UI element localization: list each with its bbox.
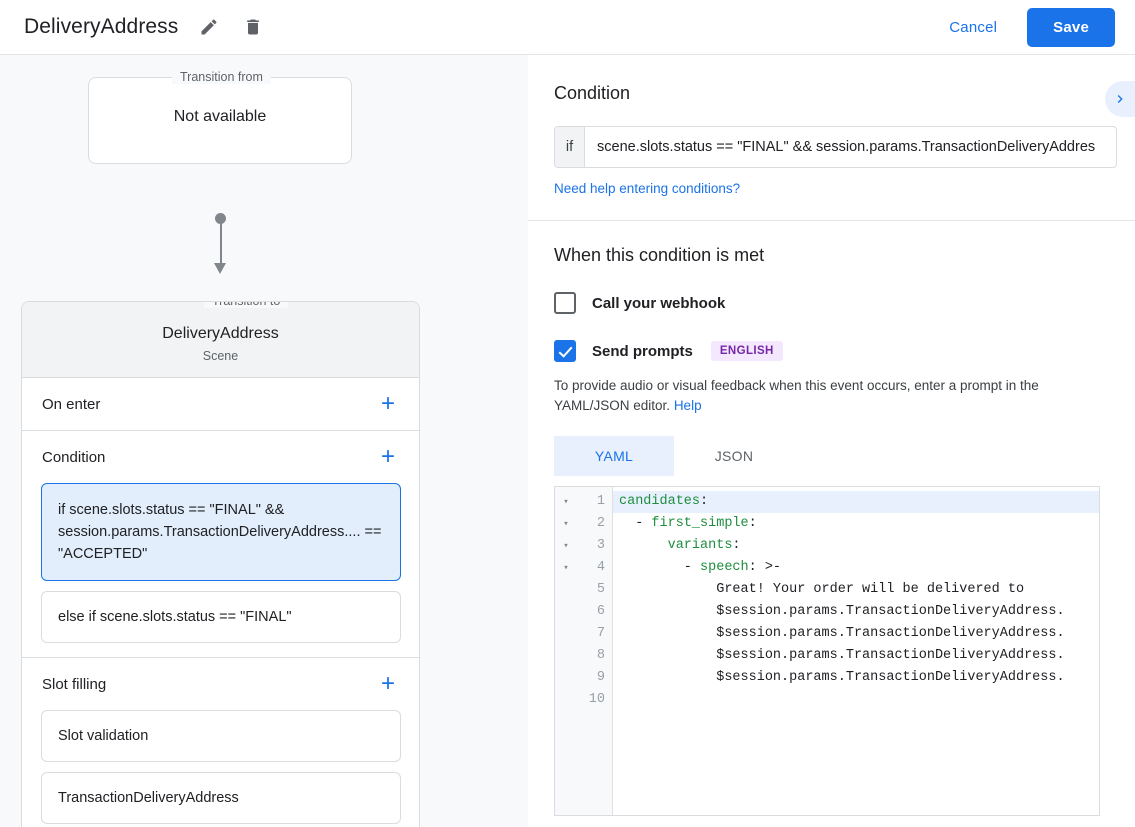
transition-to-card: Transition to DeliveryAddress Scene On e… xyxy=(21,301,420,827)
condition-list: if scene.slots.status == "FINAL" && sess… xyxy=(22,483,419,657)
send-prompts-row[interactable]: Send prompts ENGLISH xyxy=(554,340,1117,362)
pencil-icon[interactable] xyxy=(196,14,222,40)
prompt-help-link[interactable]: Help xyxy=(673,398,702,413)
tab-json[interactable]: JSON xyxy=(714,448,754,464)
code-line[interactable]: candidates: xyxy=(613,491,1099,513)
code-line[interactable]: variants: xyxy=(667,538,741,553)
condition-input-row: if xyxy=(554,126,1117,168)
fold-marker[interactable]: ▾ xyxy=(563,563,569,573)
fold-marker xyxy=(555,623,577,645)
call-webhook-checkbox[interactable] xyxy=(554,292,576,314)
code-line[interactable]: $session.params.TransactionDeliveryAddre… xyxy=(619,604,1065,619)
add-slot-filling-icon[interactable]: + xyxy=(380,670,395,697)
save-button[interactable]: Save xyxy=(1027,7,1115,47)
transition-from-legend: Transition from xyxy=(172,70,271,84)
prompt-hint-text: To provide audio or visual feedback when… xyxy=(554,378,1039,413)
section-condition: Condition + if scene.slots.status == "FI… xyxy=(22,431,419,658)
line-number: 6 xyxy=(596,604,605,619)
fold-marker xyxy=(555,689,577,711)
right-details-panel: Condition if Need help entering conditio… xyxy=(528,55,1135,827)
tab-yaml[interactable]: YAML xyxy=(554,436,674,476)
code-line[interactable]: $session.params.TransactionDeliveryAddre… xyxy=(619,626,1065,641)
send-prompts-label: Send prompts xyxy=(592,342,693,360)
line-number: 7 xyxy=(596,626,605,641)
code-line[interactable]: $session.params.TransactionDeliveryAddre… xyxy=(619,670,1065,685)
prompt-hint: To provide audio or visual feedback when… xyxy=(554,376,1110,416)
line-number: 9 xyxy=(596,670,605,685)
connector-line xyxy=(219,218,222,266)
line-number: 2 xyxy=(596,516,605,531)
transition-from-card: Transition from Not available xyxy=(88,70,352,164)
add-condition-icon[interactable]: + xyxy=(380,443,395,470)
cancel-button[interactable]: Cancel xyxy=(935,10,1011,45)
line-number: 3 xyxy=(596,538,605,553)
top-bar-actions: Cancel Save xyxy=(935,7,1135,47)
call-webhook-label: Call your webhook xyxy=(592,294,726,312)
code-line[interactable]: - speech: >- xyxy=(619,560,782,575)
section-on-enter: On enter + xyxy=(22,378,419,431)
code-editor[interactable]: ▾ ▾ ▾ ▾ 1 2 3 4 5 6 7 8 9 10 candidates: - first_sim… xyxy=(554,486,1100,816)
transition-to-legend: Transition to xyxy=(204,302,289,308)
section-title-slot-filling: Slot filling xyxy=(42,675,107,693)
fold-marker xyxy=(555,601,577,623)
slot-filling-list: Slot validation TransactionDeliveryAddre… xyxy=(22,710,419,827)
line-number: 8 xyxy=(596,648,605,663)
webhook-row[interactable]: Call your webhook xyxy=(554,292,1117,314)
when-condition-met-panel: When this condition is met Call your web… xyxy=(528,221,1135,816)
section-header-on-enter[interactable]: On enter + xyxy=(22,378,419,430)
section-header-condition[interactable]: Condition + xyxy=(22,431,419,483)
line-number: 4 xyxy=(596,560,605,575)
condition-panel: Condition if Need help entering conditio… xyxy=(528,55,1135,221)
language-badge: ENGLISH xyxy=(710,341,783,361)
add-on-enter-icon[interactable]: + xyxy=(380,390,395,417)
section-title-on-enter: On enter xyxy=(42,395,101,413)
list-item[interactable]: Slot validation xyxy=(41,710,401,762)
fold-gutter: ▾ ▾ ▾ ▾ xyxy=(555,487,577,815)
scene-header: DeliveryAddress Scene xyxy=(22,302,419,378)
transition-from-value: Not available xyxy=(173,108,267,125)
code-line[interactable]: - first_simple: xyxy=(619,516,757,531)
condition-input[interactable] xyxy=(585,127,1116,167)
trash-icon[interactable] xyxy=(240,14,266,40)
condition-help-link[interactable]: Need help entering conditions? xyxy=(554,181,741,196)
line-number: 10 xyxy=(588,692,605,707)
section-header-slot-filling[interactable]: Slot filling + xyxy=(22,658,419,710)
section-title-condition: Condition xyxy=(42,448,106,466)
line-number: 1 xyxy=(596,494,605,509)
fold-marker[interactable]: ▾ xyxy=(563,519,569,529)
when-met-heading: When this condition is met xyxy=(554,245,765,265)
fold-marker xyxy=(555,645,577,667)
left-graph-panel: Transition from Not available Transition… xyxy=(0,55,528,827)
list-item[interactable]: if scene.slots.status == "FINAL" && sess… xyxy=(41,483,401,581)
list-item[interactable]: TransactionDeliveryAddress xyxy=(41,772,401,824)
code-content[interactable]: candidates: - first_simple: variants: - … xyxy=(613,487,1099,815)
scene-subtitle: Scene xyxy=(202,349,239,363)
line-number: 5 xyxy=(596,582,605,597)
chevron-right-icon[interactable] xyxy=(1105,81,1135,117)
top-app-bar: DeliveryAddress Cancel Save xyxy=(0,0,1135,55)
fold-marker xyxy=(555,579,577,601)
fold-marker[interactable]: ▾ xyxy=(563,497,569,507)
code-line[interactable] xyxy=(613,689,1099,711)
code-line[interactable]: Great! Your order will be delivered to xyxy=(619,582,1025,597)
code-line[interactable]: $session.params.TransactionDeliveryAddre… xyxy=(619,648,1065,663)
condition-heading: Condition xyxy=(554,83,631,103)
line-number-gutter: 1 2 3 4 5 6 7 8 9 10 xyxy=(577,487,613,815)
condition-if-label: if xyxy=(555,127,585,167)
page-title: DeliveryAddress xyxy=(24,15,179,38)
list-item[interactable]: else if scene.slots.status == "FINAL" xyxy=(41,591,401,643)
section-slot-filling: Slot filling + Slot validation Transacti… xyxy=(22,658,419,827)
connector-arrow-icon xyxy=(214,263,226,274)
fold-marker xyxy=(555,667,577,689)
editor-tabs: YAML JSON xyxy=(554,436,1117,476)
send-prompts-checkbox[interactable] xyxy=(554,340,576,362)
scene-name: DeliveryAddress xyxy=(162,325,279,342)
fold-marker[interactable]: ▾ xyxy=(563,541,569,551)
